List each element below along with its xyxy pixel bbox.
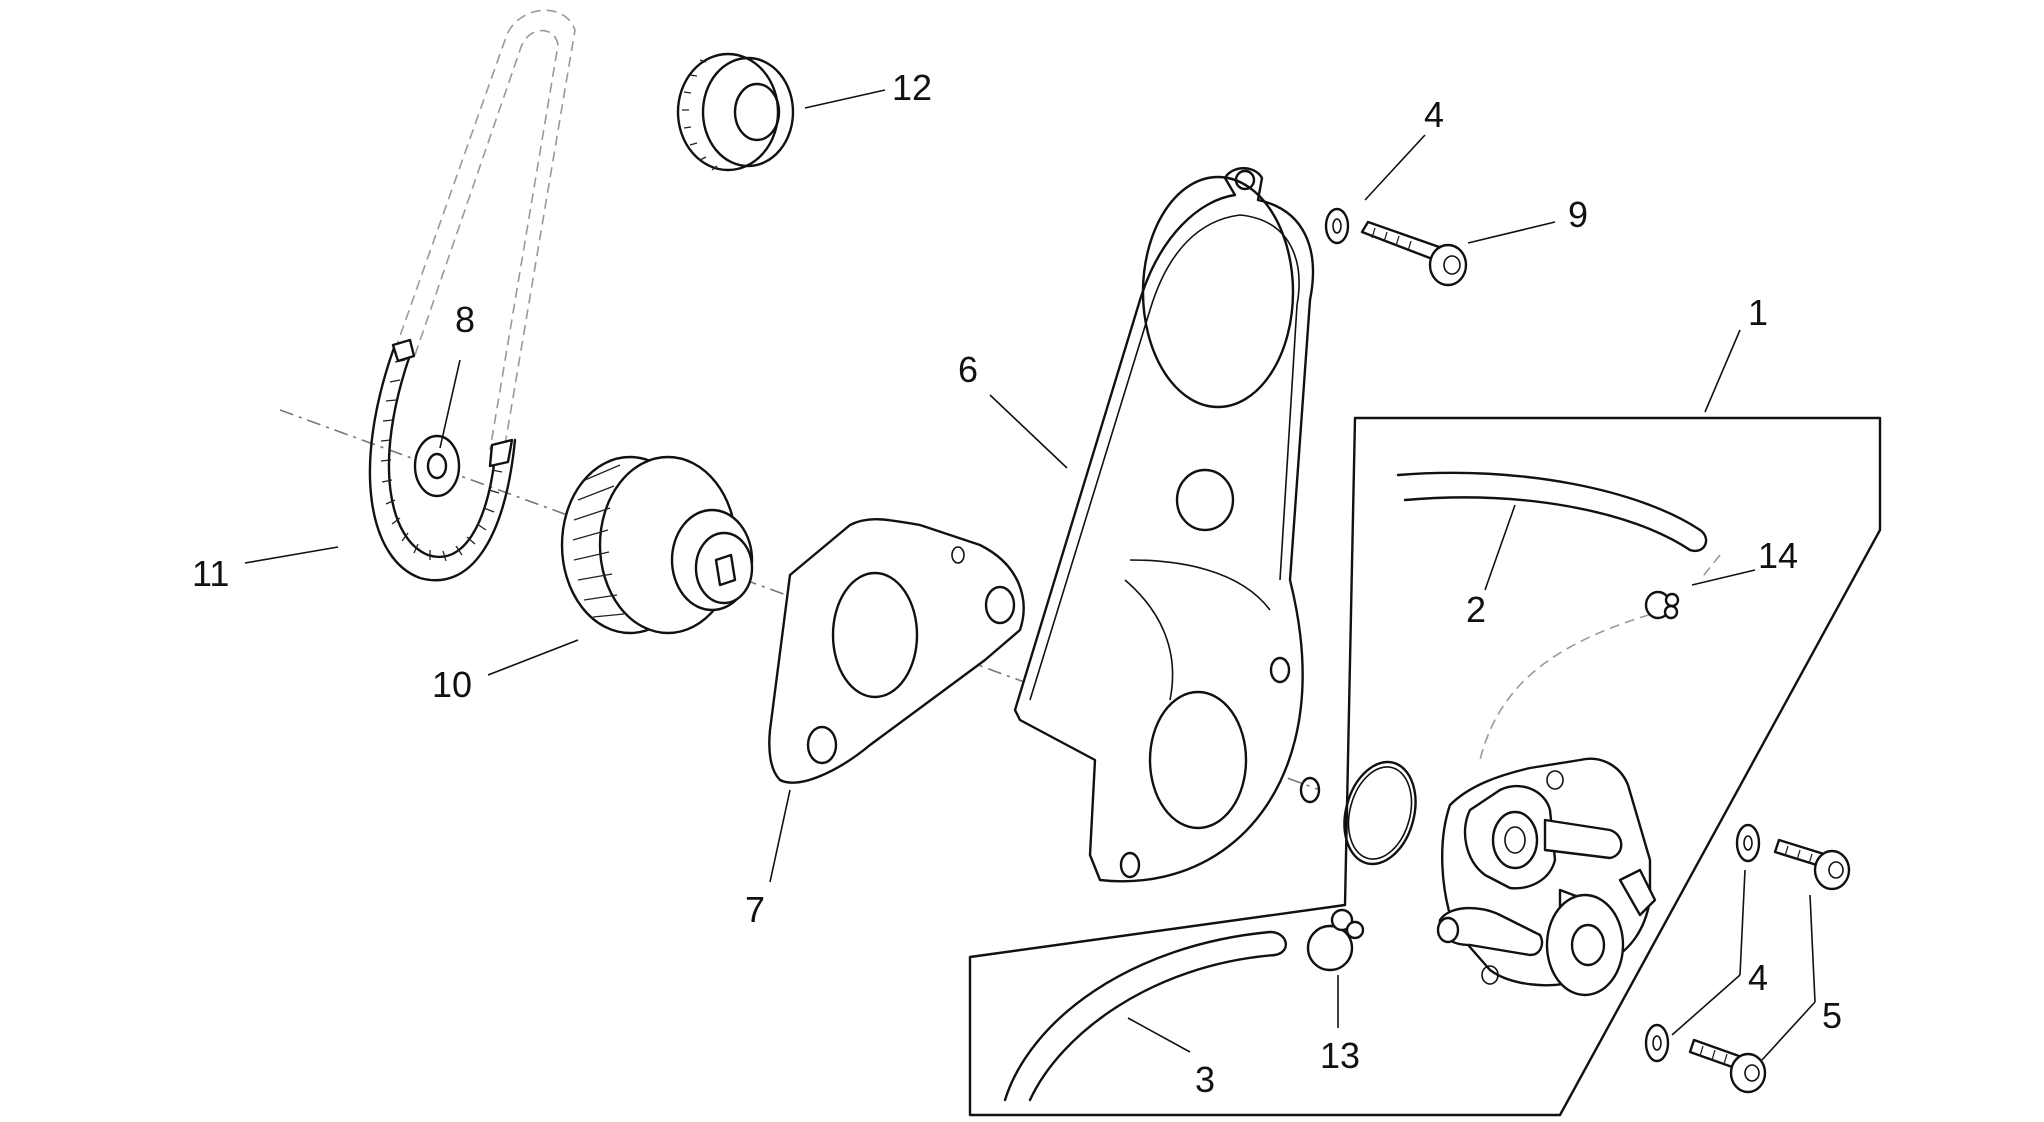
flange-plate <box>768 518 1025 784</box>
callout-11: 11 <box>192 553 229 594</box>
callout-3: 3 <box>1195 1059 1215 1100</box>
callout-5: 5 <box>1822 995 1842 1036</box>
oil-pump-body <box>1436 757 1657 997</box>
callout-12: 12 <box>892 67 932 108</box>
callout-6: 6 <box>958 349 978 390</box>
fitting-13 <box>1306 908 1365 972</box>
callout-14: 14 <box>1758 535 1798 576</box>
washer-bolt-right-lower <box>1644 1023 1767 1094</box>
callout-9: 9 <box>1568 194 1588 235</box>
washer-8 <box>413 434 461 498</box>
oil-line-axis <box>1479 609 1666 761</box>
hose-lower <box>1003 930 1287 1102</box>
callout-2: 2 <box>1466 589 1486 630</box>
callout-10: 10 <box>432 664 472 705</box>
cover-gasket <box>1013 167 1321 883</box>
washer-bolt-right-upper <box>1735 823 1851 891</box>
callout-7: 7 <box>745 889 765 930</box>
callout-4-top: 4 <box>1424 94 1444 135</box>
hose-upper <box>1396 471 1708 553</box>
leader-lines <box>244 89 1816 1061</box>
toothed-belt <box>368 9 576 582</box>
pump-assembly-outline <box>968 416 1882 1117</box>
callout-4-right: 4 <box>1748 957 1768 998</box>
callout-13: 13 <box>1320 1035 1360 1076</box>
hose-connect-axis <box>1699 554 1721 581</box>
callout-8: 8 <box>455 299 475 340</box>
washer-bolt-top <box>1324 207 1468 287</box>
callout-1: 1 <box>1748 292 1768 333</box>
small-pulley <box>676 52 795 172</box>
fitting-14 <box>1644 590 1680 620</box>
o-ring <box>1343 760 1417 866</box>
large-pulley <box>560 455 754 635</box>
callout-numbers: 1 2 3 4 4 5 6 7 8 9 10 11 12 13 14 <box>192 67 1842 1100</box>
